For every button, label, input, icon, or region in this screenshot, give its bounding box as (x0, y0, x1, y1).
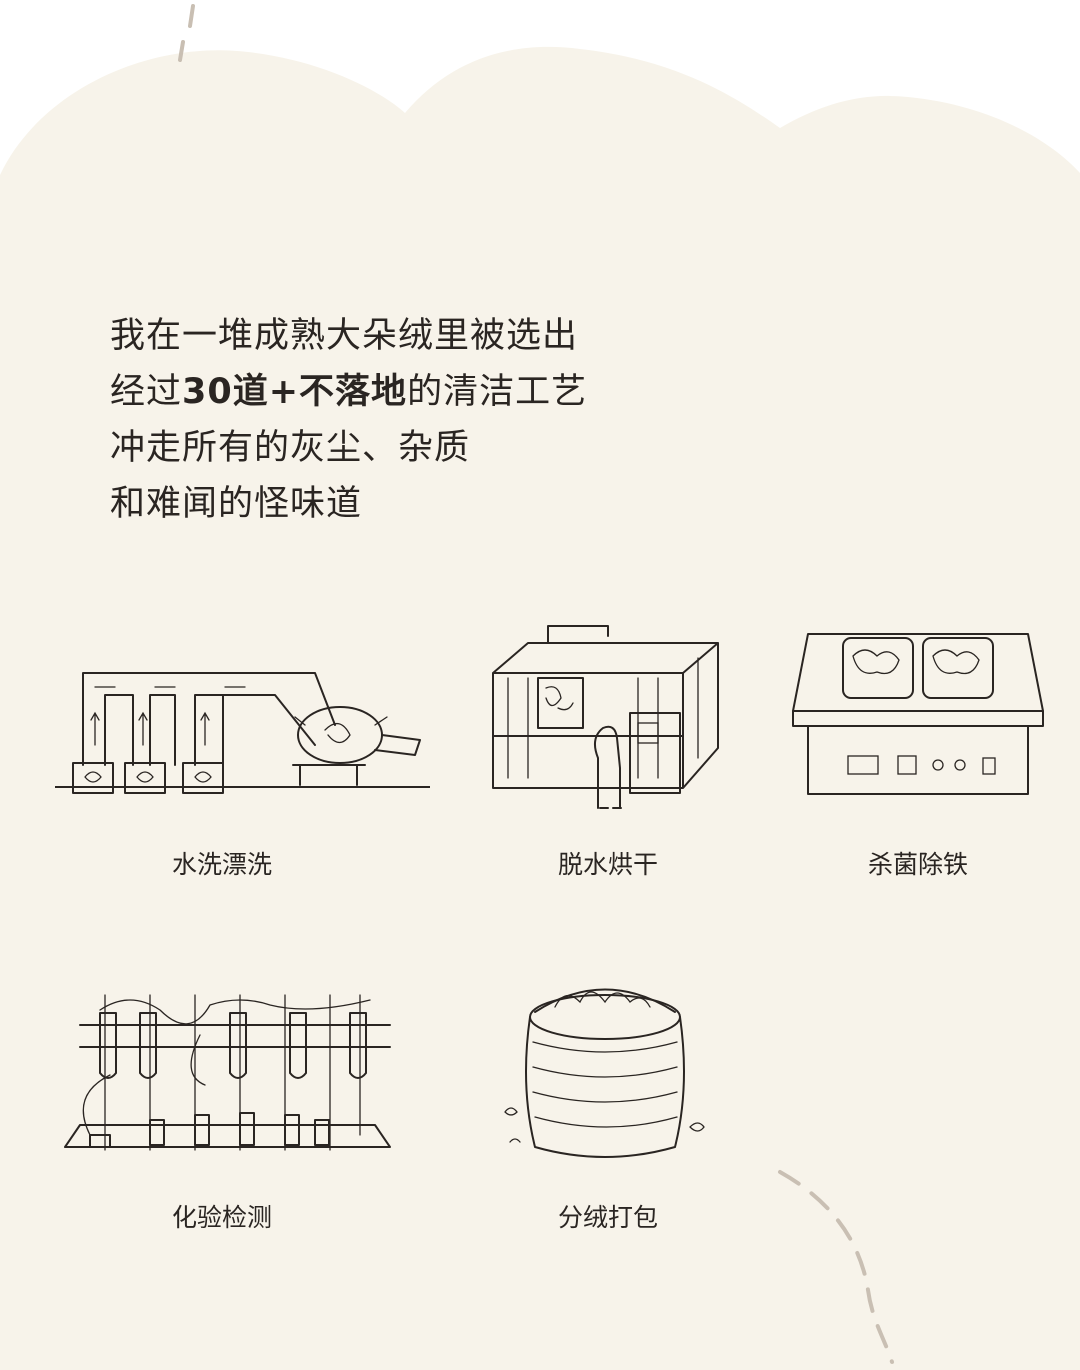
step-label-packing: 分绒打包 (557, 1203, 659, 1232)
intro-line-2-post: 的清洁工艺 (407, 372, 588, 412)
intro-highlight: 30道+不落地 (182, 372, 408, 412)
intro-line-1: 我在一堆成熟大朵绒里被选出 (110, 316, 579, 356)
intro-line-2: 经过30道+不落地的清洁工艺 (110, 364, 587, 420)
intro-line-4: 和难闻的怪味道 (110, 484, 363, 524)
step-label-sterilization: 杀菌除铁 (867, 850, 969, 879)
step-label-washing: 水洗漂洗 (171, 850, 273, 879)
drying-machine-illustration (488, 618, 723, 818)
sterilization-machine-illustration (788, 626, 1048, 806)
dashed-path-top (178, 4, 195, 62)
intro-text: 我在一堆成熟大朵绒里被选出 经过30道+不落地的清洁工艺 冲走所有的灰尘、杂质 … (110, 308, 587, 532)
step-label-drying: 脱水烘干 (557, 850, 659, 879)
dashed-path-bottom (778, 1170, 894, 1364)
step-label-lab-test: 化验检测 (171, 1203, 273, 1232)
packed-bale-illustration (495, 972, 720, 1162)
washing-machine-illustration (55, 665, 430, 805)
lab-test-tubes-illustration (60, 985, 400, 1160)
intro-line-3: 冲走所有的灰尘、杂质 (110, 428, 471, 468)
intro-line-2-pre: 经过 (110, 372, 183, 412)
